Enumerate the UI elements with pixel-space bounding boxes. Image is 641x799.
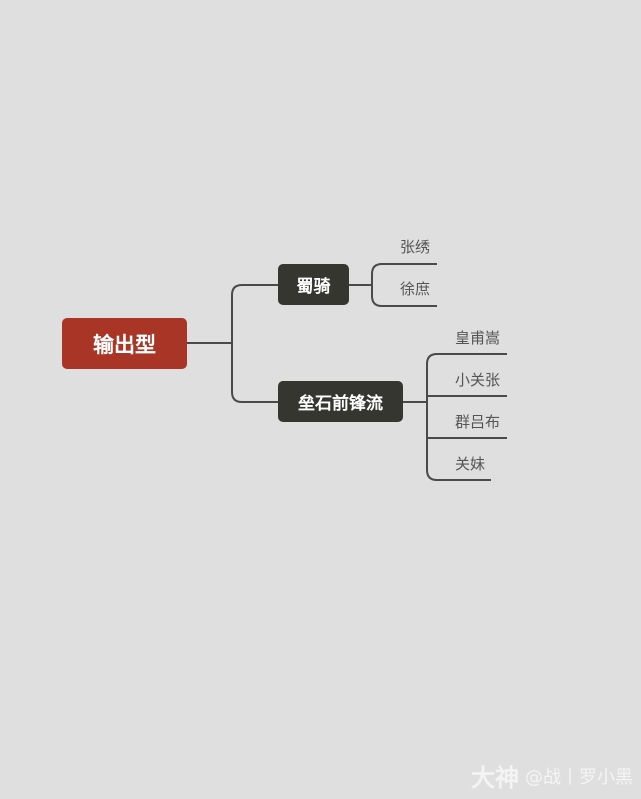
watermark-author: @战丨罗小黑 [525,766,633,788]
leaf-node[interactable]: 徐庶 [400,280,431,298]
leaf-node[interactable]: 皇甫嵩 [455,329,501,347]
leaf-node[interactable]: 张绣 [400,238,431,256]
root-bracket [231,284,278,403]
branch-node-leishi[interactable]: 垒石前锋流 [278,381,403,422]
leaf-node[interactable]: 关妹 [455,455,486,473]
leaf-node[interactable]: 小关张 [455,371,501,389]
root-label: 输出型 [93,332,156,357]
branch-label: 蜀骑 [296,277,331,297]
branch-label: 垒石前锋流 [298,394,383,414]
branch-node-shuqi[interactable]: 蜀骑 [278,264,349,305]
root-node[interactable]: 输出型 [62,318,187,369]
branch1-bracket [371,263,437,307]
leaf-node[interactable]: 群吕布 [455,413,501,431]
watermark: 大神 @战丨罗小黑 [471,758,633,793]
branch2-bracket [426,353,507,481]
branch2-leaf-lines [427,395,507,439]
watermark-logo: 大神 [471,764,519,792]
